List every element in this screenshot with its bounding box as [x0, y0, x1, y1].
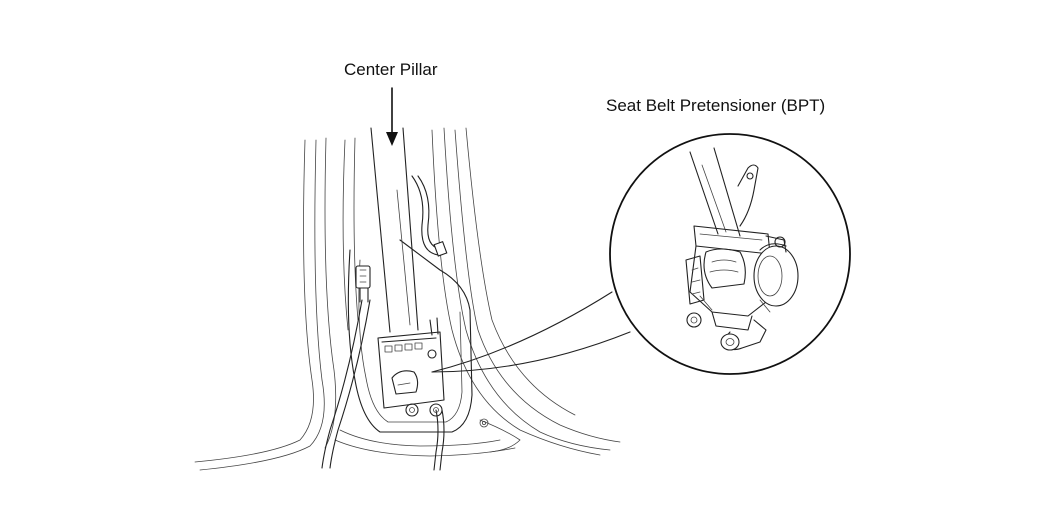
seat-belt-webbing: [370, 127, 419, 333]
detail-magnifier: [609, 133, 851, 375]
seat-belt-pretensioner-label: Seat Belt Pretensioner (BPT): [606, 96, 826, 115]
callout-leader: [431, 291, 631, 373]
center-pillar-label: Center Pillar: [344, 60, 438, 79]
bpt-small: [377, 317, 445, 417]
center-pillar-arrow: [386, 87, 398, 146]
wiring-harness: [321, 175, 448, 471]
